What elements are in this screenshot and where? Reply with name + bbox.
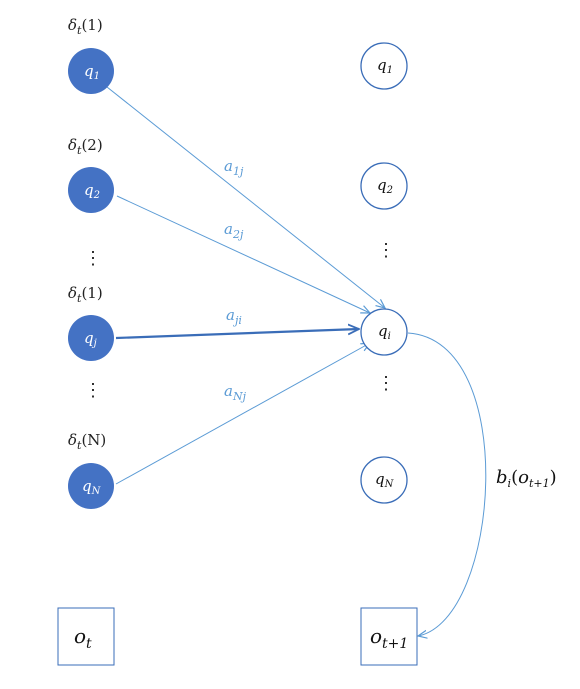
svg-text:ot: ot <box>74 624 92 652</box>
delta-label-2: δt(2) <box>68 136 103 157</box>
svg-text:q2: q2 <box>84 181 100 201</box>
edge-label-a2j: a2j <box>224 220 244 241</box>
edge-q2-to-qi <box>116 195 370 313</box>
left-node-qj: qj <box>68 315 114 361</box>
svg-text:q1: q1 <box>84 62 100 82</box>
svg-text:q2: q2 <box>377 176 393 196</box>
left-node-qN: qN <box>68 463 114 509</box>
svg-text:qN: qN <box>375 470 395 490</box>
transition-edges <box>106 86 487 636</box>
svg-text:qj: qj <box>84 329 97 349</box>
edge-label-a1j: a1j <box>224 157 244 178</box>
edge-qN-to-qi <box>115 343 370 485</box>
right-node-q1: q1 <box>360 42 408 90</box>
svg-text:ot+1: ot+1 <box>370 624 408 652</box>
edge-labels: a1j a2j aji aNj <box>224 157 247 403</box>
observation-box-t: ot <box>57 607 115 666</box>
left-ellipsis-1: ⋮ <box>84 248 102 269</box>
emission-label: bi(ot+1) <box>496 467 557 490</box>
right-state-nodes: q1 q2 qi qN <box>360 42 408 504</box>
delta-label-N: δt(N) <box>68 431 106 452</box>
edge-q1-to-qi <box>106 86 385 308</box>
left-ellipsis-2: ⋮ <box>84 380 102 401</box>
edge-label-aNj: aNj <box>224 382 247 403</box>
delta-label-1: δt(1) <box>68 16 103 37</box>
right-ellipsis-2: ⋮ <box>377 373 395 394</box>
left-node-q1: q1 <box>68 48 114 94</box>
edge-label-aji: aji <box>226 306 242 327</box>
emission-curve <box>407 332 487 636</box>
svg-text:q1: q1 <box>377 56 393 76</box>
edge-qj-to-qi <box>115 329 359 340</box>
svg-text:qi: qi <box>378 322 391 342</box>
right-ellipsis-1: ⋮ <box>377 240 395 261</box>
observation-box-t-plus-1: ot+1 <box>360 607 418 666</box>
right-node-qN: qN <box>360 456 408 504</box>
svg-text:qN: qN <box>82 477 102 497</box>
right-node-q2: q2 <box>360 162 408 210</box>
delta-labels: δt(1) δt(2) δt(1) δt(N) <box>68 16 106 452</box>
delta-label-j: δt(1) <box>68 284 103 305</box>
right-node-qi: qi <box>360 308 408 356</box>
left-node-q2: q2 <box>68 167 114 213</box>
left-state-nodes: q1 q2 qj qN <box>68 48 114 509</box>
